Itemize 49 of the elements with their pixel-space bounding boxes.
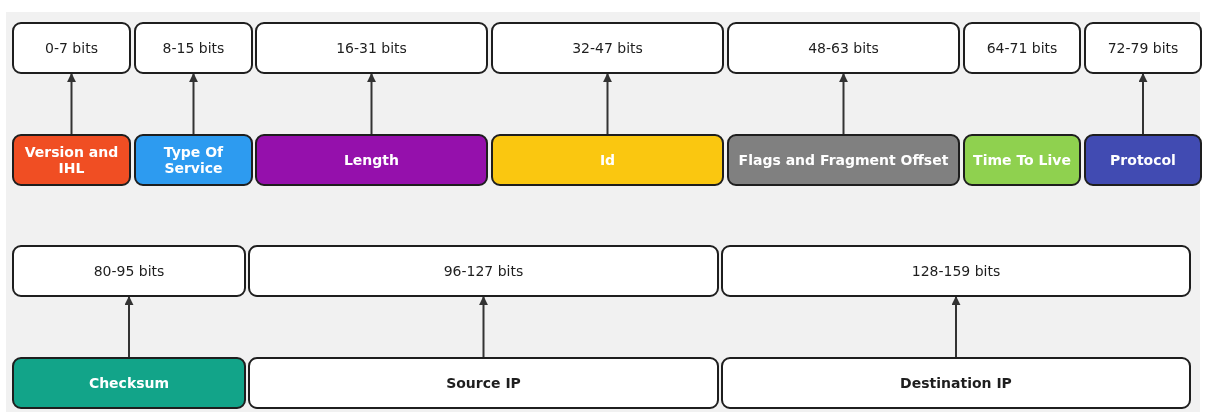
bit-range-label: 96-127 bits [443, 262, 524, 280]
arrow [951, 296, 961, 358]
bit-range-box [248, 245, 719, 297]
field-name: Checksum [88, 374, 170, 392]
bit-range-label: 16-31 bits [336, 39, 407, 57]
arrow [479, 296, 488, 358]
header-field-box [1084, 134, 1202, 186]
header-field-box [255, 134, 488, 186]
field-name: Version and IHL [23, 143, 120, 177]
header-field-box [134, 134, 253, 186]
bit-range-box [727, 22, 960, 74]
header-field-box [12, 134, 131, 186]
field-name: Destination IP [900, 374, 1012, 392]
bit-range-box [491, 22, 724, 74]
arrow [67, 73, 76, 135]
bit-range-label: 64-71 bits [986, 39, 1058, 57]
field-name: Length [343, 151, 400, 169]
header-field-box [721, 357, 1191, 409]
arrow [124, 296, 134, 358]
arrow [1138, 73, 1148, 135]
field-name: Id [599, 151, 616, 169]
arrow [367, 73, 376, 135]
field-name: Flags and Fragment Offset [738, 151, 949, 169]
arrow [839, 73, 848, 135]
arrow [189, 73, 198, 135]
bit-range-label: 72-79 bits [1107, 39, 1179, 57]
header-field-box [491, 134, 724, 186]
field-name: Time To Live [973, 151, 1071, 169]
bit-range-label: 48-63 bits [808, 39, 879, 57]
bit-range-label: 8-15 bits [162, 39, 225, 57]
bit-range-label: 32-47 bits [572, 39, 643, 57]
bit-range-label: 80-95 bits [93, 262, 165, 280]
arrow [603, 73, 612, 135]
bit-range-box [134, 22, 253, 74]
bit-range-box [12, 245, 246, 297]
header-field-box [727, 134, 960, 186]
bit-range-box [721, 245, 1191, 297]
bit-range-label: 128-159 bits [911, 262, 1001, 280]
header-field-box [12, 357, 246, 409]
bit-range-box [12, 22, 131, 74]
header-field-box [963, 134, 1081, 186]
bit-range-box [963, 22, 1081, 74]
bit-range-box [255, 22, 488, 74]
header-field-box [248, 357, 719, 409]
bit-range-label: 0-7 bits [45, 39, 98, 57]
field-name: Type Of Service [162, 143, 225, 177]
bit-range-box [1084, 22, 1202, 74]
field-name: Source IP [446, 374, 521, 392]
field-name: Protocol [1110, 151, 1176, 169]
